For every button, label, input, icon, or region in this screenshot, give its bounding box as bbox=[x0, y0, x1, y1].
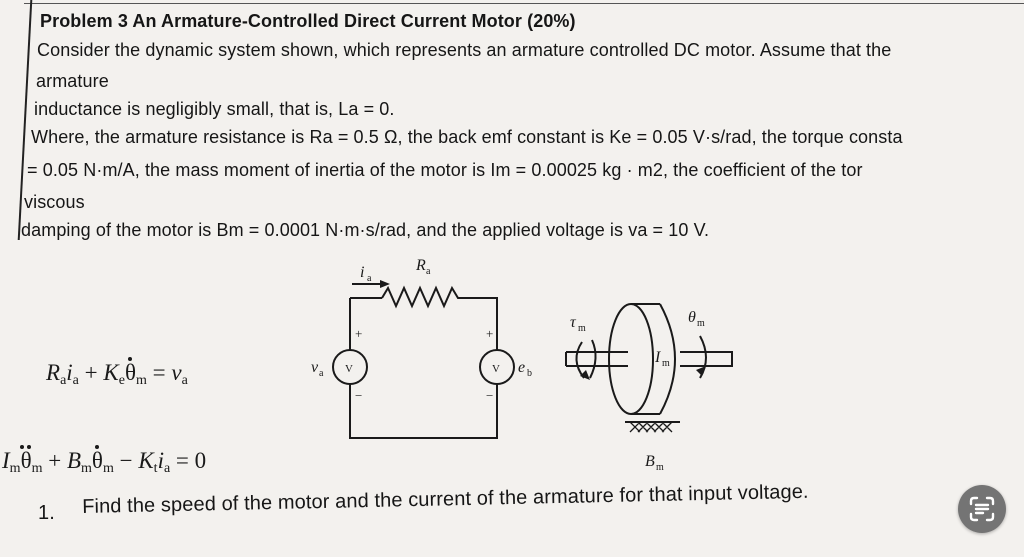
problem-title: Problem 3 An Armature-Controlled Direct … bbox=[40, 11, 576, 31]
torque-arrowhead bbox=[580, 370, 590, 380]
top-rule bbox=[24, 3, 1024, 4]
svg-text:m: m bbox=[697, 318, 705, 329]
plus-left: + bbox=[355, 326, 362, 341]
inertia-label: I bbox=[654, 349, 661, 366]
source-left-symbol: V bbox=[345, 363, 353, 375]
left-shaft bbox=[565, 351, 628, 367]
armature-equation: Raia + Keθm = va bbox=[46, 357, 188, 388]
rotor-sides bbox=[631, 303, 660, 415]
svg-text:m: m bbox=[656, 462, 664, 473]
va-label: v bbox=[311, 359, 319, 376]
text-scan-icon bbox=[969, 496, 995, 522]
tau-label: τ bbox=[570, 314, 577, 331]
theta-label: θ bbox=[688, 309, 696, 326]
svg-text:a: a bbox=[319, 368, 324, 379]
svg-text:a: a bbox=[367, 273, 372, 284]
bottom-wire bbox=[349, 384, 498, 439]
problem-line-4: Where, the armature resistance is Ra = 0… bbox=[31, 127, 903, 147]
problem-line-5: = 0.05 N·m/A, the mass moment of inertia… bbox=[27, 160, 863, 180]
problem-line-6: viscous bbox=[24, 192, 85, 212]
rotor-back bbox=[659, 303, 676, 415]
ra-label: R bbox=[415, 257, 426, 274]
armature-resistor bbox=[381, 285, 462, 309]
question-number: 1. bbox=[38, 502, 55, 524]
svg-text:m: m bbox=[578, 323, 586, 334]
problem-line-3: inductance is negligibly small, that is,… bbox=[34, 99, 395, 119]
torque-arc bbox=[575, 341, 585, 379]
eb-label: e bbox=[518, 359, 525, 376]
right-top-wire bbox=[462, 297, 498, 350]
damping-label: B bbox=[645, 453, 655, 470]
problem-line-2: armature bbox=[36, 71, 109, 91]
ia-label: i bbox=[360, 264, 364, 281]
applied-voltage-source bbox=[332, 349, 368, 385]
plus-right: + bbox=[486, 326, 493, 341]
svg-text:b: b bbox=[527, 368, 532, 379]
theta-arrowhead bbox=[696, 366, 706, 376]
torque-arc-2 bbox=[589, 339, 597, 379]
text-scan-button[interactable] bbox=[958, 485, 1006, 533]
source-right-symbol: V bbox=[492, 363, 500, 375]
rotor-front bbox=[608, 303, 654, 415]
back-emf-source bbox=[479, 349, 515, 385]
problem-line-1: Consider the dynamic system shown, which… bbox=[37, 40, 892, 60]
current-arrowhead bbox=[380, 280, 390, 288]
minus-right: − bbox=[486, 388, 493, 403]
svg-text:a: a bbox=[426, 266, 431, 277]
damper-hatch bbox=[629, 421, 673, 433]
mechanical-equation: Imθm + Bmθm − Ktia = 0 bbox=[2, 445, 207, 476]
minus-left: − bbox=[355, 388, 362, 403]
svg-text:m: m bbox=[662, 358, 670, 369]
problem-line-7: damping of the motor is Bm = 0.0001 N·m·… bbox=[21, 220, 710, 240]
